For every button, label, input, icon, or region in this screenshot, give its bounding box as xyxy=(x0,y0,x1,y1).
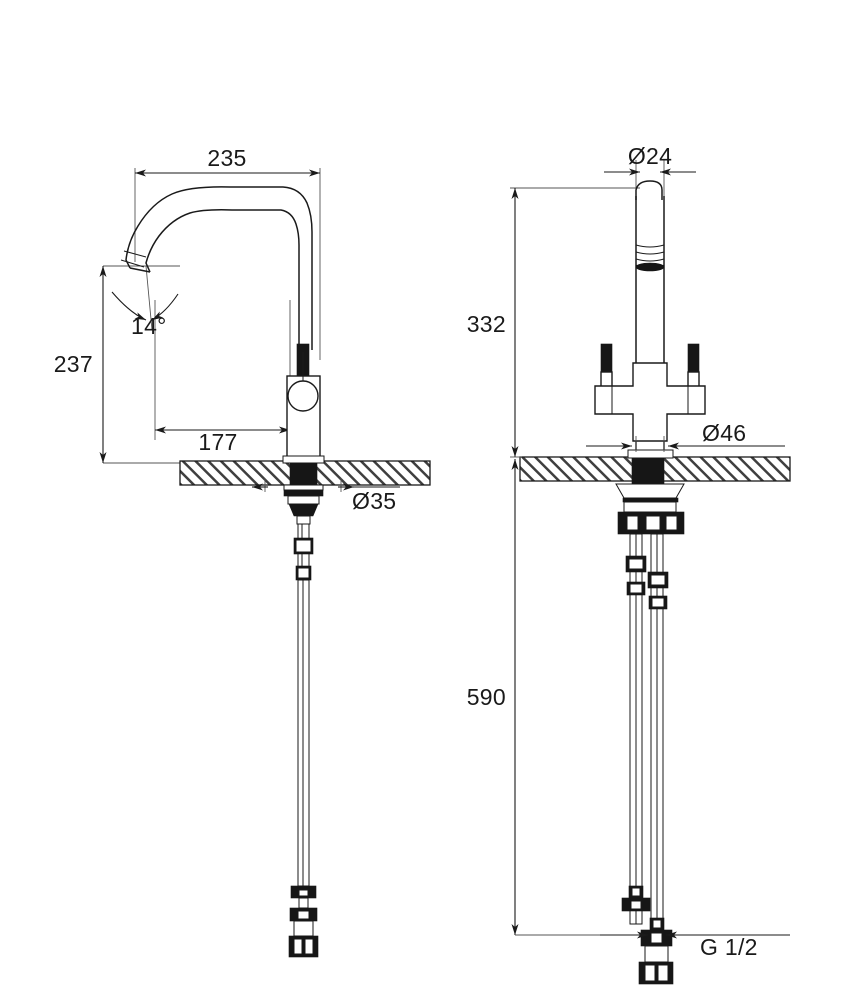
dimension-thread-g12: G 1/2 xyxy=(600,931,790,960)
right-view-spout-tube xyxy=(635,180,665,363)
dimension-590-label: 590 xyxy=(467,684,506,710)
dimension-235-label: 235 xyxy=(207,145,246,171)
dimension-d24-label: Ø24 xyxy=(628,143,672,169)
dimension-235: 235 xyxy=(135,145,320,177)
dimension-d46: Ø46 xyxy=(586,420,785,452)
right-view-under-counter-assembly xyxy=(615,457,685,985)
dimension-237: 237 xyxy=(54,266,107,463)
dimension-14-degree: 14° xyxy=(111,265,179,339)
dimension-332-label: 332 xyxy=(467,311,506,337)
right-view-valve-body xyxy=(594,343,706,459)
dimension-590: 590 xyxy=(467,459,640,936)
dimension-d24: Ø24 xyxy=(604,143,696,176)
left-view-spout xyxy=(120,186,313,350)
dimension-d35-label: Ø35 xyxy=(352,488,396,514)
left-view-side-elevation: 235 237 177 14° xyxy=(54,145,431,958)
dimension-d46-label: Ø46 xyxy=(702,420,746,446)
dimension-14-degree-label: 14° xyxy=(131,313,167,339)
dimension-237-label: 237 xyxy=(54,351,93,377)
dimension-177-label: 177 xyxy=(198,429,237,455)
left-view-body xyxy=(282,343,325,464)
dimension-thread-g12-label: G 1/2 xyxy=(700,934,758,960)
left-view-extension-lines xyxy=(103,168,321,464)
dimension-177: 177 xyxy=(155,426,290,455)
dimension-332: 332 xyxy=(467,188,519,457)
dimension-d35: Ø35 xyxy=(252,478,400,514)
left-view-under-counter-assembly xyxy=(283,462,324,958)
right-view-front-elevation: Ø24 332 590 xyxy=(467,143,791,985)
